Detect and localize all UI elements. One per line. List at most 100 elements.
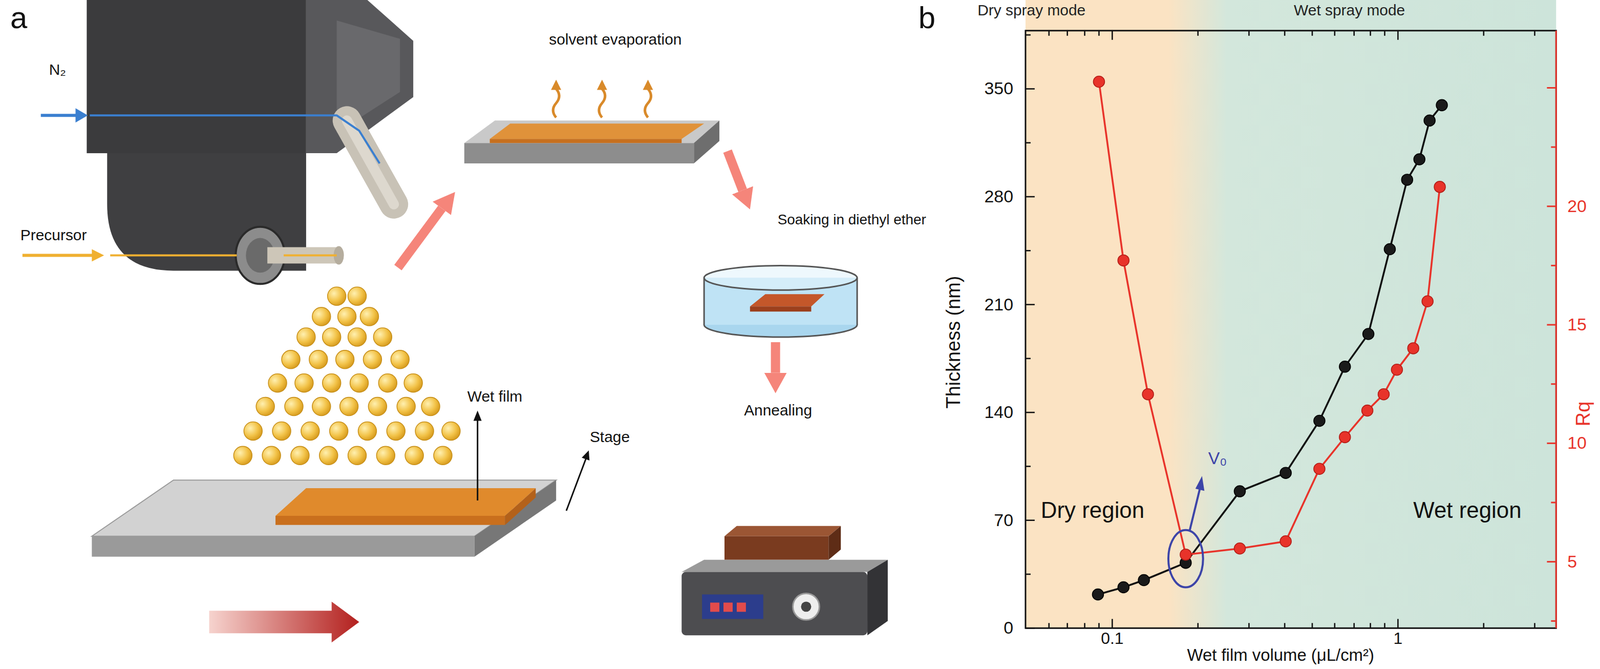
thickness-series [1138,574,1150,586]
substrate-plate [464,120,720,143]
axis-tick [1197,622,1199,628]
precursor-label: Precursor [20,226,88,243]
hotplate [710,602,720,612]
roughness-series [1234,542,1246,554]
spray-nozzle [267,247,339,264]
spray-droplets [403,373,423,393]
step-text-row: Annealing [668,401,888,419]
part-label: Wet film [467,388,523,404]
axis-tick [1025,196,1035,198]
roughness-series [1093,76,1446,561]
axis-tick-label: 0.1 [1100,629,1124,648]
axis-tick [1111,30,1114,40]
axis-tick-label: 280 [984,187,1014,206]
spray-droplets [337,307,357,326]
step-label: Annealing [743,401,813,419]
axis-tick [1025,30,1535,628]
process-step: Annealing [668,393,888,639]
hotplate [724,536,829,560]
spray-droplets [368,397,387,416]
axis-tick-label: 10 [1567,434,1587,453]
thickness-series [1383,243,1396,255]
vapor-arrow [596,79,608,91]
spray-droplets [301,421,320,440]
spray-droplets [290,445,310,465]
spray-droplets [268,373,287,393]
axis-tick [1483,30,1485,36]
axis-tick [1025,357,1031,360]
substrate-plate [464,142,694,164]
gas-arrow [89,115,380,164]
right-axis [1546,324,1556,326]
spray-nozzle [347,120,395,204]
axis-tick [1533,30,1536,36]
part-label: Stage [589,428,630,445]
axis-tick-label: 350 [984,79,1014,99]
spray-droplets [339,397,359,416]
axis-tick-label-holder: 5 [1567,552,1577,571]
spray-droplets [296,327,316,347]
thickness-series [1362,328,1375,340]
wet-film [505,487,537,525]
axis-tick-label: 5 [1567,552,1577,571]
wet-film [275,487,536,516]
axis-tick [1083,30,1086,36]
right-axis [1555,30,1557,628]
axis-tick [1025,141,1031,144]
axis-tick-label-holder: 20 [1567,197,1587,216]
thickness-series [1117,581,1129,593]
motion-arrow [209,601,360,643]
thickness-series [1313,415,1326,427]
spray-droplets [233,286,460,465]
spray-droplets [441,421,461,440]
spray-droplets [262,445,281,465]
axis-tick [1334,622,1336,628]
axis-tick-label-holder: 210 [984,295,1014,314]
hotplate [681,559,888,572]
precursor-arrow [91,249,104,262]
axis-tick [1383,30,1386,36]
spray-droplets [319,445,338,465]
thickness-series [1413,153,1425,165]
spray-droplets [396,397,416,416]
process-arrow [771,342,781,373]
axis-tick [1397,618,1399,628]
spray-droplets [404,445,424,465]
annotation-label: V₀ [1208,449,1228,468]
solvent-dish [750,293,825,307]
hotplate [736,602,746,612]
axis-tick [1284,622,1286,628]
axis-tick-label-holder: 1 [1393,629,1403,648]
spray-droplets [335,350,355,369]
spray-droplets [312,397,331,416]
axis-title-holder: Rq [1573,400,1594,426]
spray-droplets [284,397,304,416]
process-arrow [397,208,442,268]
region-label: Dry region [1040,498,1145,522]
axis-tick [1369,622,1372,628]
axis-tick-label: 20 [1567,197,1587,216]
precursor-arrow [283,253,337,256]
right-axis [1546,87,1556,89]
thickness-series [1092,99,1448,600]
step-label: solvent evaporation [548,31,682,49]
axis-tick [1098,622,1100,628]
vapor-arrow [645,88,652,118]
solvent-dish [856,277,859,325]
spray-droplets [350,373,369,393]
region-heading-holder: Dry spray mode [977,2,1086,18]
axis-tick [1353,30,1355,36]
spray-droplets [348,286,367,306]
region-heading: Wet spray mode [1293,2,1405,18]
spray-droplets [281,350,301,369]
spray-droplets [433,445,453,465]
axis-tick [1025,88,1035,90]
step-label: Soaking in diethyl ether [777,211,927,228]
hotplate [681,525,888,635]
axis-tick [1025,411,1035,414]
right-axis [1550,620,1556,622]
hotplate [867,559,888,636]
precursor-arrow [22,253,95,257]
panel-letter-holder: b [918,2,936,35]
